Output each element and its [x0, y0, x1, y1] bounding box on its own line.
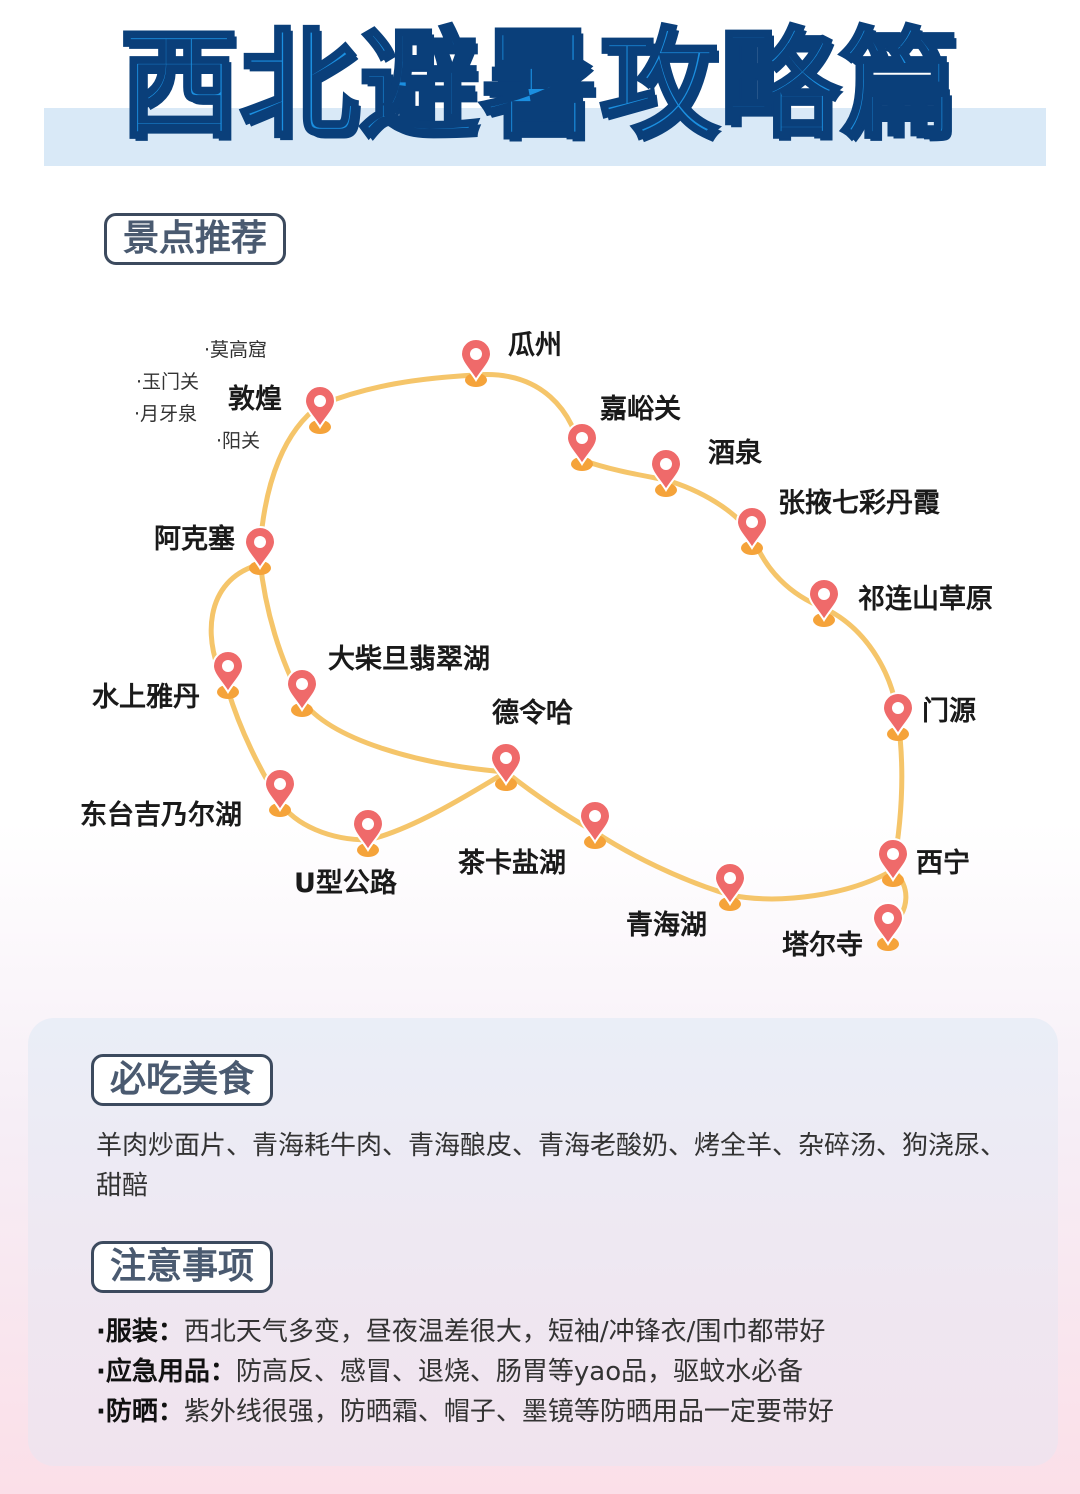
- note-item: ·应急用品：防高反、感冒、退烧、肠胃等yao品，驱蚊水必备: [96, 1352, 1036, 1392]
- map-pin-dot: [660, 458, 672, 470]
- map-pin-dot: [576, 432, 588, 444]
- map-pin-icon: [735, 506, 769, 555]
- note-text: 防高反、感冒、退烧、肠胃等yao品，驱蚊水必备: [235, 1357, 804, 1387]
- map-pin-icon: [243, 526, 277, 575]
- note-item: ·服装：西北天气多变，昼夜温差很大，短袖/冲锋衣/围巾都带好: [96, 1312, 1036, 1352]
- map-place-label: 大柴旦翡翠湖: [328, 644, 490, 675]
- route-delingha-dachaidan: [299, 697, 509, 775]
- note-text: 紫外线很强，防晒霜、帽子、墨镜等防晒用品一定要带好: [183, 1397, 834, 1427]
- map-pin-dot: [746, 516, 758, 528]
- map-pin-dot: [887, 848, 899, 860]
- map-pin-dot: [589, 810, 601, 822]
- map-place-label: U型公路: [294, 867, 398, 899]
- map-pin-dot: [882, 912, 894, 924]
- map-place-label: 西宁: [916, 847, 970, 879]
- note-label: ·应急用品：: [96, 1357, 236, 1387]
- map-pin-dot: [470, 348, 482, 360]
- map-place-label: 德令哈: [492, 697, 573, 729]
- notes-list: ·服装：西北天气多变，昼夜温差很大，短袖/冲锋衣/围巾都带好 ·应急用品：防高反…: [96, 1312, 1036, 1432]
- map-pin-icon: [351, 808, 385, 857]
- map-place-label: 阿克塞: [154, 523, 235, 555]
- title-band: [44, 108, 1046, 166]
- map-pin-dot: [818, 588, 830, 600]
- map-pin-dot: [222, 660, 234, 672]
- map-place-label: 塔尔寺: [782, 930, 863, 961]
- map-place-label: 嘉峪关: [600, 394, 681, 425]
- route-dunhuang-guazhou: [317, 372, 479, 408]
- map-pin-icon: [459, 338, 493, 387]
- route-qinghaihu-chaka: [592, 829, 733, 898]
- section-tag-food: 必吃美食: [91, 1054, 274, 1106]
- route-lines: [208, 372, 909, 933]
- map-pin-icon: [285, 668, 319, 717]
- map-pin-dot: [296, 678, 308, 690]
- map-pin-dot: [724, 872, 736, 884]
- map-pin-dot: [314, 395, 326, 407]
- map-pin-icon: [211, 650, 245, 699]
- dunhuang-spot-label: ·莫高窟: [204, 339, 267, 361]
- dunhuang-spot-label: ·阳关: [216, 430, 260, 452]
- map-pin-dot: [274, 778, 286, 790]
- map-place-label: 水上雅丹: [92, 682, 200, 713]
- map-pin-icon: [263, 768, 297, 817]
- map-pin-dot: [254, 536, 266, 548]
- map-pin-dot: [500, 752, 512, 764]
- map-place-label: 张掖七彩丹霞: [778, 488, 941, 519]
- note-text: 西北天气多变，昼夜温差很大，短袖/冲锋衣/围巾都带好: [183, 1317, 826, 1347]
- map-place-label: 祁连山草原: [858, 583, 993, 615]
- route-guazhou-jiayuguan: [473, 372, 585, 463]
- map-pin-icon: [649, 448, 683, 497]
- map-pin-icon: [489, 742, 523, 791]
- map-place-label: 门源: [922, 696, 976, 727]
- map-pin-dot: [892, 702, 904, 714]
- note-item: ·防晒：紫外线很强，防晒霜、帽子、墨镜等防晒用品一定要带好: [96, 1392, 1036, 1432]
- map-place-label: 青海湖: [626, 910, 707, 941]
- section-tag-spots: 景点推荐: [104, 213, 287, 265]
- map-pin-icon: [876, 838, 910, 887]
- note-label: ·服装：: [96, 1317, 184, 1347]
- map-pin-icon: [881, 692, 915, 741]
- map-place-label: 瓜州: [508, 330, 562, 361]
- note-label: ·防晒：: [96, 1397, 184, 1427]
- map-pin-icon: [578, 800, 612, 849]
- map-pin-icon: [303, 385, 337, 434]
- dunhuang-spot-labels: ·莫高窟·玉门关 ·月牙泉 ·阳关: [134, 339, 267, 452]
- dunhuang-spot-label: ·玉门关: [136, 371, 199, 393]
- map-place-label: 茶卡盐湖: [458, 848, 566, 879]
- map-place-label: 敦煌: [228, 383, 282, 415]
- map-pin-icon: [871, 902, 905, 951]
- map-place-label: 东台吉乃尔湖: [80, 799, 242, 831]
- map-pin-icon: [807, 578, 841, 627]
- map-pin-icon: [565, 422, 599, 471]
- route-xining-qinghaihu: [727, 867, 896, 902]
- dunhuang-spot-label: ·月牙泉: [134, 403, 197, 425]
- food-list: 羊肉炒面片、青海耗牛肉、青海酿皮、青海老酸奶、烤全羊、杂碎汤、狗浇尿、甜醅: [96, 1131, 1007, 1201]
- section-tag-notes: 注意事项: [91, 1241, 274, 1293]
- map-pin-dot: [362, 818, 374, 830]
- route-delingha-uroad: [365, 769, 509, 843]
- map-pin-icon: [713, 862, 747, 911]
- map-place-label: 酒泉: [708, 437, 763, 469]
- map-pins: [211, 338, 915, 951]
- route-aksai-dunhuang: [257, 402, 323, 551]
- page-title: 西北避暑攻略篇: [118, 14, 960, 156]
